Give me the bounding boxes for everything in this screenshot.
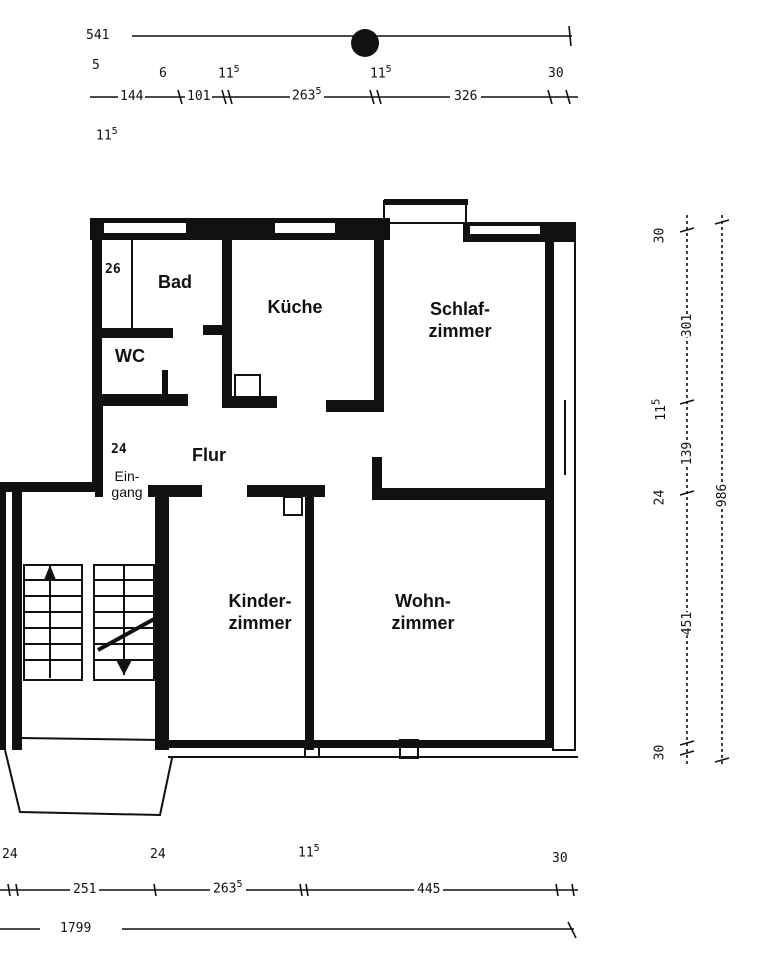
dim-bottom-r2-1: 2635 <box>210 879 246 897</box>
marker-dot <box>351 29 379 57</box>
dim-bottom-r2-0: 251 <box>70 882 100 897</box>
dim-bottom-r1-0: 24 <box>2 847 18 862</box>
dim-top-overall: 541 <box>86 28 110 43</box>
wall-thickness-bad: 26 <box>105 262 121 277</box>
dim-bottom-r1-2: 115 <box>298 843 320 861</box>
dim-top-r2-2: 2635 <box>290 86 324 104</box>
top-dimension-lines <box>90 25 578 105</box>
dim-right-1: 301 <box>680 313 696 338</box>
dim-top-r1-0: 5 <box>92 58 100 73</box>
dim-top-r1-3: 115 <box>370 64 392 82</box>
dim-top-r1-4: 30 <box>548 66 564 81</box>
dim-top-r2-1: 101 <box>185 89 213 104</box>
dim-right-3: 139 <box>680 441 696 466</box>
dim-top-r1-1: 6 <box>159 66 167 81</box>
dim-right-0: 30 <box>652 227 668 244</box>
room-label-eingang: Ein- gang <box>111 468 143 500</box>
dim-right-overall: 986 <box>715 483 731 508</box>
dim-top-r2-0: 144 <box>118 89 146 104</box>
room-label-flur: Flur <box>192 445 226 465</box>
room-label-wohnzimmer: Wohn- zimmer <box>391 591 455 633</box>
dim-bottom-r1-3: 30 <box>552 851 568 866</box>
dim-top-r2-3: 326 <box>450 89 482 104</box>
room-label-kinderzimmer: Kinder- zimmer <box>228 591 292 633</box>
wall-thickness-flur: 24 <box>111 442 127 457</box>
room-label-kueche: Küche <box>267 297 323 317</box>
dim-bottom-r1-1: 24 <box>150 847 166 862</box>
dim-top-r1-2: 115 <box>218 64 240 82</box>
dim-right-4: 24 <box>652 489 668 506</box>
dim-bottom-overall: 1799 <box>60 921 92 936</box>
room-label-bad: Bad <box>157 272 192 292</box>
dim-right-2: 115 <box>649 398 669 421</box>
walls <box>0 199 578 817</box>
dim-bottom-r2-2: 445 <box>414 882 444 897</box>
staircase <box>23 564 157 681</box>
room-label-schlafzimmer: Schlaf- zimmer <box>428 299 492 341</box>
dim-top-left-extra: 115 <box>96 126 118 144</box>
room-label-wc: WC <box>115 346 145 366</box>
right-dimension-lines <box>679 215 730 765</box>
dim-right-6: 30 <box>652 744 668 761</box>
dim-right-5: 451 <box>680 611 696 636</box>
